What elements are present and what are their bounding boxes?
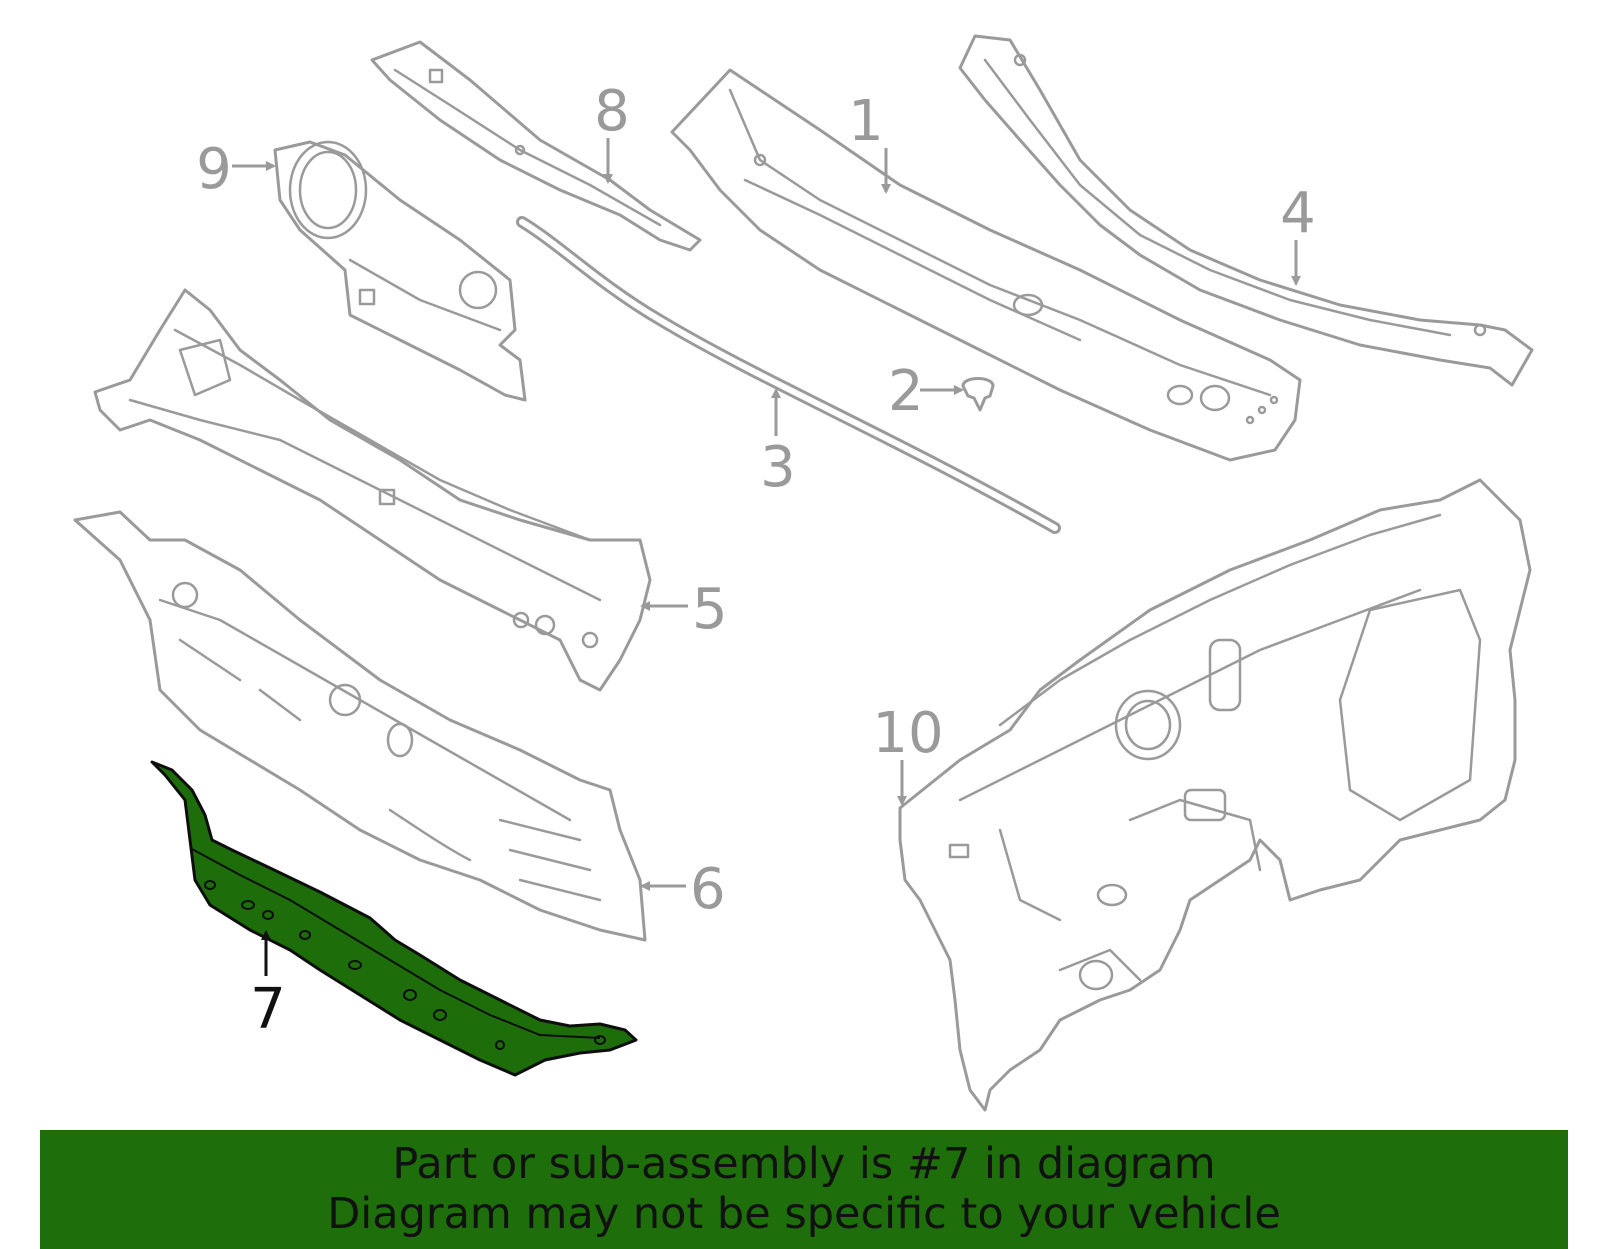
part-7-highlighted (150, 760, 638, 1077)
callout-10: 10 (872, 701, 944, 806)
callout-5: 5 (640, 577, 728, 642)
part-1-cowl-panel (670, 68, 1302, 462)
svg-text:2: 2 (888, 359, 924, 424)
callout-3: 3 (760, 388, 796, 500)
banner-line-part: Part or sub-assembly is #7 in diagram (392, 1139, 1216, 1189)
svg-text:4: 4 (1280, 181, 1316, 246)
svg-text:1: 1 (848, 89, 884, 154)
svg-text:5: 5 (692, 577, 728, 642)
svg-text:10: 10 (872, 701, 943, 766)
callout-8: 8 (594, 79, 630, 184)
info-banner: Part or sub-assembly is #7 in diagram Di… (40, 1130, 1568, 1249)
callout-7: 7 (250, 930, 286, 1042)
part-9-bracket (273, 140, 527, 402)
callout-4: 4 (1280, 181, 1316, 286)
part-2-clip (961, 377, 995, 412)
svg-text:3: 3 (760, 435, 796, 500)
banner-line-disclaimer: Diagram may not be specific to your vehi… (327, 1189, 1281, 1239)
part-6-insulator (73, 510, 647, 942)
svg-text:8: 8 (594, 79, 630, 144)
callout-9: 9 (196, 137, 276, 202)
callout-1: 1 (848, 89, 891, 194)
part-5-cowl-inner (93, 288, 652, 692)
part-4-cowl-rail (958, 34, 1534, 387)
part-3-seal (516, 216, 1061, 534)
svg-text:9: 9 (196, 137, 232, 202)
part-8-cowl-strip (370, 40, 702, 252)
svg-text:7: 7 (250, 977, 286, 1042)
part-10-dash-panel (898, 478, 1532, 1112)
svg-text:6: 6 (690, 857, 726, 922)
callout-2: 2 (888, 359, 964, 424)
callout-6: 6 (640, 857, 726, 922)
